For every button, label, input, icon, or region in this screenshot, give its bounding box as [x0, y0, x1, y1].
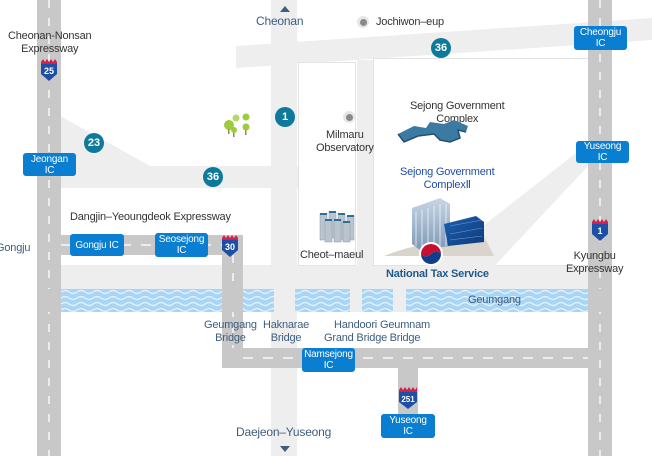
place-sejong-government-complex[interactable]: Sejong Government Complex [410, 100, 505, 125]
road-route-36-middle [60, 166, 300, 188]
ic-cheongju[interactable]: Cheongju IC [574, 26, 627, 50]
label-dangjin-yeoungdeok: Dangjin–Yeoungdeok Expressway [70, 211, 231, 223]
direction-west-label: Gongju [0, 242, 31, 254]
shield-251-icon: 251 [398, 386, 417, 409]
svg-text:25: 25 [44, 66, 54, 76]
building-icon [384, 198, 494, 256]
route-36-badge-west: 36 [203, 167, 223, 187]
shield-30-icon: 30 [221, 234, 238, 257]
place-cheot-maeul[interactable]: Cheot–maeul [300, 249, 364, 261]
place-milmaru-observatory[interactable]: Milmaru Observatory [316, 129, 374, 154]
place-national-tax-service[interactable]: National Tax Service [386, 268, 489, 280]
svg-text:30: 30 [225, 242, 235, 252]
road-route-1 [271, 0, 297, 456]
shield-25-icon: 25 [40, 58, 57, 81]
triangle-up-icon [280, 6, 290, 12]
ic-yuseong-north[interactable]: Yuseong IC [576, 141, 629, 163]
direction-south-label: Daejeon–Yuseong [236, 425, 332, 439]
road-north-bank [60, 265, 590, 290]
park-trees-icon [224, 113, 250, 137]
bridge-geumgang [222, 289, 243, 312]
route-36-badge-east: 36 [431, 38, 451, 58]
nts-logo-icon [419, 242, 443, 266]
ic-gongju[interactable]: Gongju IC [70, 234, 124, 256]
bridge-geumnam [393, 289, 406, 312]
ic-namsejong[interactable]: Namsejong IC [302, 348, 355, 372]
government-complex-icon [397, 120, 468, 143]
ic-yuseong-south[interactable]: Yuseong IC [381, 414, 435, 438]
road-local-vertical [357, 60, 373, 290]
triangle-down-icon [280, 446, 290, 452]
label-geumnam-bridge: Geumnam Bridge [380, 319, 430, 344]
place-dot-icon [343, 111, 355, 123]
label-geumgang-river: Geumgang [468, 294, 521, 306]
route-1-badge: 1 [275, 107, 295, 127]
direction-north-label: Cheonan [256, 14, 304, 28]
label-kyungbu: Kyungbu Expressway [566, 250, 624, 275]
place-dot-icon [357, 16, 369, 28]
bridge-handoori [350, 289, 362, 312]
river-geumgang [61, 289, 588, 312]
ic-seosejong[interactable]: Seosejong IC [155, 233, 208, 257]
label-haknarae-bridge: Haknarae Bridge [263, 319, 310, 344]
route-23-badge: 23 [84, 133, 104, 153]
ic-jeongan[interactable]: Jeongan IC [23, 153, 76, 176]
shield-1-icon: 1 [591, 218, 608, 241]
svg-text:1: 1 [597, 226, 602, 236]
label-handoori-bridge: Handoori Grand Bridge [324, 319, 388, 344]
place-sejong-government-complex-2[interactable]: Sejong Government ComplexⅡ [400, 166, 495, 191]
bridge-haknarae [274, 289, 295, 312]
place-jochiwon[interactable]: Jochiwon–eup [376, 16, 444, 28]
apartments-icon [319, 211, 355, 243]
label-cheonan-nonsan: Cheonan-Nonsan Expressway [8, 30, 92, 55]
label-geumgang-bridge: Geumgang Bridge [204, 319, 257, 344]
svg-text:251: 251 [401, 395, 415, 404]
